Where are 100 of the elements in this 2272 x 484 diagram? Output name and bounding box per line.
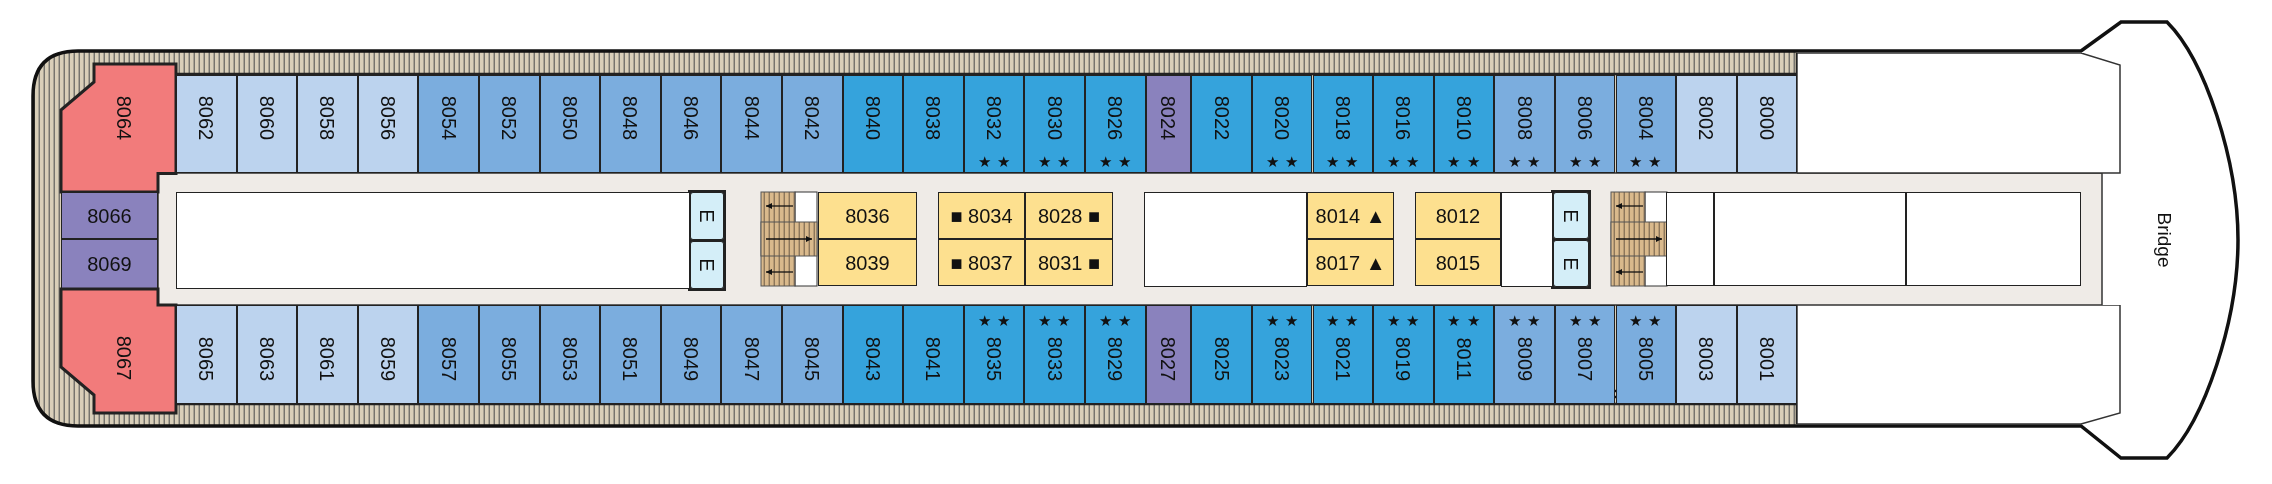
- cabin: [963, 75, 1025, 173]
- star-marks: ★ ★: [1629, 312, 1663, 328]
- cabin-number: 8053: [559, 337, 580, 382]
- cabin-number: 8045: [802, 337, 823, 382]
- cabin-number: 8059: [378, 337, 399, 382]
- cabin-number: 8041: [923, 337, 944, 382]
- cabin-number: 8020: [1272, 96, 1293, 141]
- room-block: [1144, 192, 1307, 287]
- cabin: [539, 305, 601, 404]
- cabin: [963, 305, 1025, 404]
- cabin-number: 8046: [681, 96, 702, 141]
- cabin: [1554, 75, 1616, 173]
- cabin-number: 8018: [1332, 96, 1353, 141]
- cabin: [176, 75, 237, 173]
- cabin: [938, 239, 1025, 286]
- cabin: [297, 305, 358, 404]
- cabin-number: 8011: [1454, 337, 1474, 381]
- room-block: [1666, 192, 1714, 286]
- cabin: [1736, 75, 1798, 173]
- cabin-number: 8031 ■: [1037, 252, 1101, 273]
- elevator-label: E: [1561, 256, 1581, 271]
- elevator-label: E: [697, 209, 717, 223]
- cabin: [1415, 192, 1501, 239]
- cabin-number: 8004: [1635, 96, 1656, 141]
- cabin: [236, 75, 298, 173]
- cabin: [1312, 305, 1374, 404]
- cabin-number: 8024: [1158, 96, 1179, 141]
- star-marks: ★ ★: [1038, 153, 1072, 169]
- cabin: [1024, 305, 1085, 404]
- room-block: [176, 192, 690, 289]
- cabin-number: 8065: [196, 337, 217, 382]
- star-marks: ★ ★: [1038, 312, 1072, 328]
- cabin-number: 8002: [1696, 96, 1717, 141]
- star-marks: ★ ★: [1447, 153, 1481, 169]
- cabin-number: 8022: [1211, 96, 1232, 141]
- cabin-number: 8064: [114, 95, 135, 140]
- cabin-number: 8047: [741, 337, 762, 382]
- cabin: [1307, 192, 1394, 239]
- elevator: [690, 192, 724, 240]
- cabin-number: 8006: [1575, 96, 1596, 141]
- cabin: [660, 75, 722, 173]
- cabin-number: 8035: [984, 337, 1005, 382]
- cabin: [1025, 239, 1113, 286]
- cabin: [1736, 305, 1798, 404]
- star-marks: ★ ★: [1568, 312, 1602, 328]
- cabin: [1615, 75, 1677, 173]
- star-marks: ★ ★: [977, 153, 1011, 169]
- cabin-number: 8026: [1105, 96, 1126, 141]
- cabin-number: 8069: [87, 254, 132, 274]
- star-marks: ★ ★: [1265, 153, 1299, 169]
- cabin: [479, 75, 540, 173]
- cabin-number: 8030: [1044, 96, 1065, 141]
- cabin-number: 8055: [499, 337, 520, 382]
- cabin: [600, 305, 661, 404]
- cabin: [418, 75, 479, 173]
- cabin: [1373, 305, 1434, 404]
- star-marks: ★ ★: [1508, 153, 1542, 169]
- cabin: [1191, 75, 1252, 173]
- cabin-number: 8058: [317, 96, 338, 141]
- cabin-number: 8008: [1514, 96, 1535, 141]
- cabin: [1191, 305, 1252, 404]
- cabin-number: 8039: [845, 252, 890, 273]
- star-marks: ★ ★: [1098, 312, 1132, 328]
- cabin: [1494, 305, 1555, 404]
- cabin: [1025, 192, 1113, 239]
- cabin: [818, 239, 917, 286]
- cabin: [938, 192, 1025, 239]
- cabin: [236, 305, 298, 404]
- cabin-number: 8012: [1435, 205, 1481, 226]
- star-marks: ★ ★: [1629, 153, 1663, 169]
- star-marks: ★ ★: [1386, 153, 1420, 169]
- cabin: [1145, 305, 1192, 404]
- star-marks: ★ ★: [1326, 153, 1360, 169]
- cabin: [1024, 75, 1085, 173]
- cabin-number: 8009: [1514, 337, 1535, 382]
- cabin-number: 8021: [1332, 337, 1353, 382]
- elevator: [1553, 192, 1589, 239]
- cabin: [782, 75, 843, 173]
- cabin-number: 8023: [1272, 337, 1293, 382]
- cabin-number: 8003: [1696, 337, 1717, 382]
- cabin: [782, 305, 843, 404]
- cabin: [1251, 305, 1313, 404]
- cabin-number: ■ 8037: [950, 252, 1013, 273]
- cabin-number: 8032: [984, 96, 1005, 141]
- area-label: Bridge: [2154, 212, 2174, 268]
- cabin-number: 8028 ■: [1037, 205, 1101, 226]
- star-marks: ★ ★: [1508, 312, 1542, 328]
- cabin-number: 8062: [196, 96, 217, 141]
- cabin-number: 8056: [378, 96, 399, 141]
- star-marks: ★ ★: [1326, 312, 1360, 328]
- cabin-number: 8005: [1635, 337, 1656, 382]
- cabin-number: 8038: [923, 96, 944, 141]
- cabin-number: 8066: [87, 205, 132, 226]
- cabin: [721, 75, 782, 173]
- cabin: [1085, 305, 1146, 404]
- star-marks: ★ ★: [1265, 312, 1299, 328]
- cabin: [176, 305, 237, 404]
- cabin-number: 8052: [499, 96, 520, 141]
- cabin-number: 8040: [862, 96, 883, 141]
- star-marks: ★ ★: [1447, 312, 1481, 328]
